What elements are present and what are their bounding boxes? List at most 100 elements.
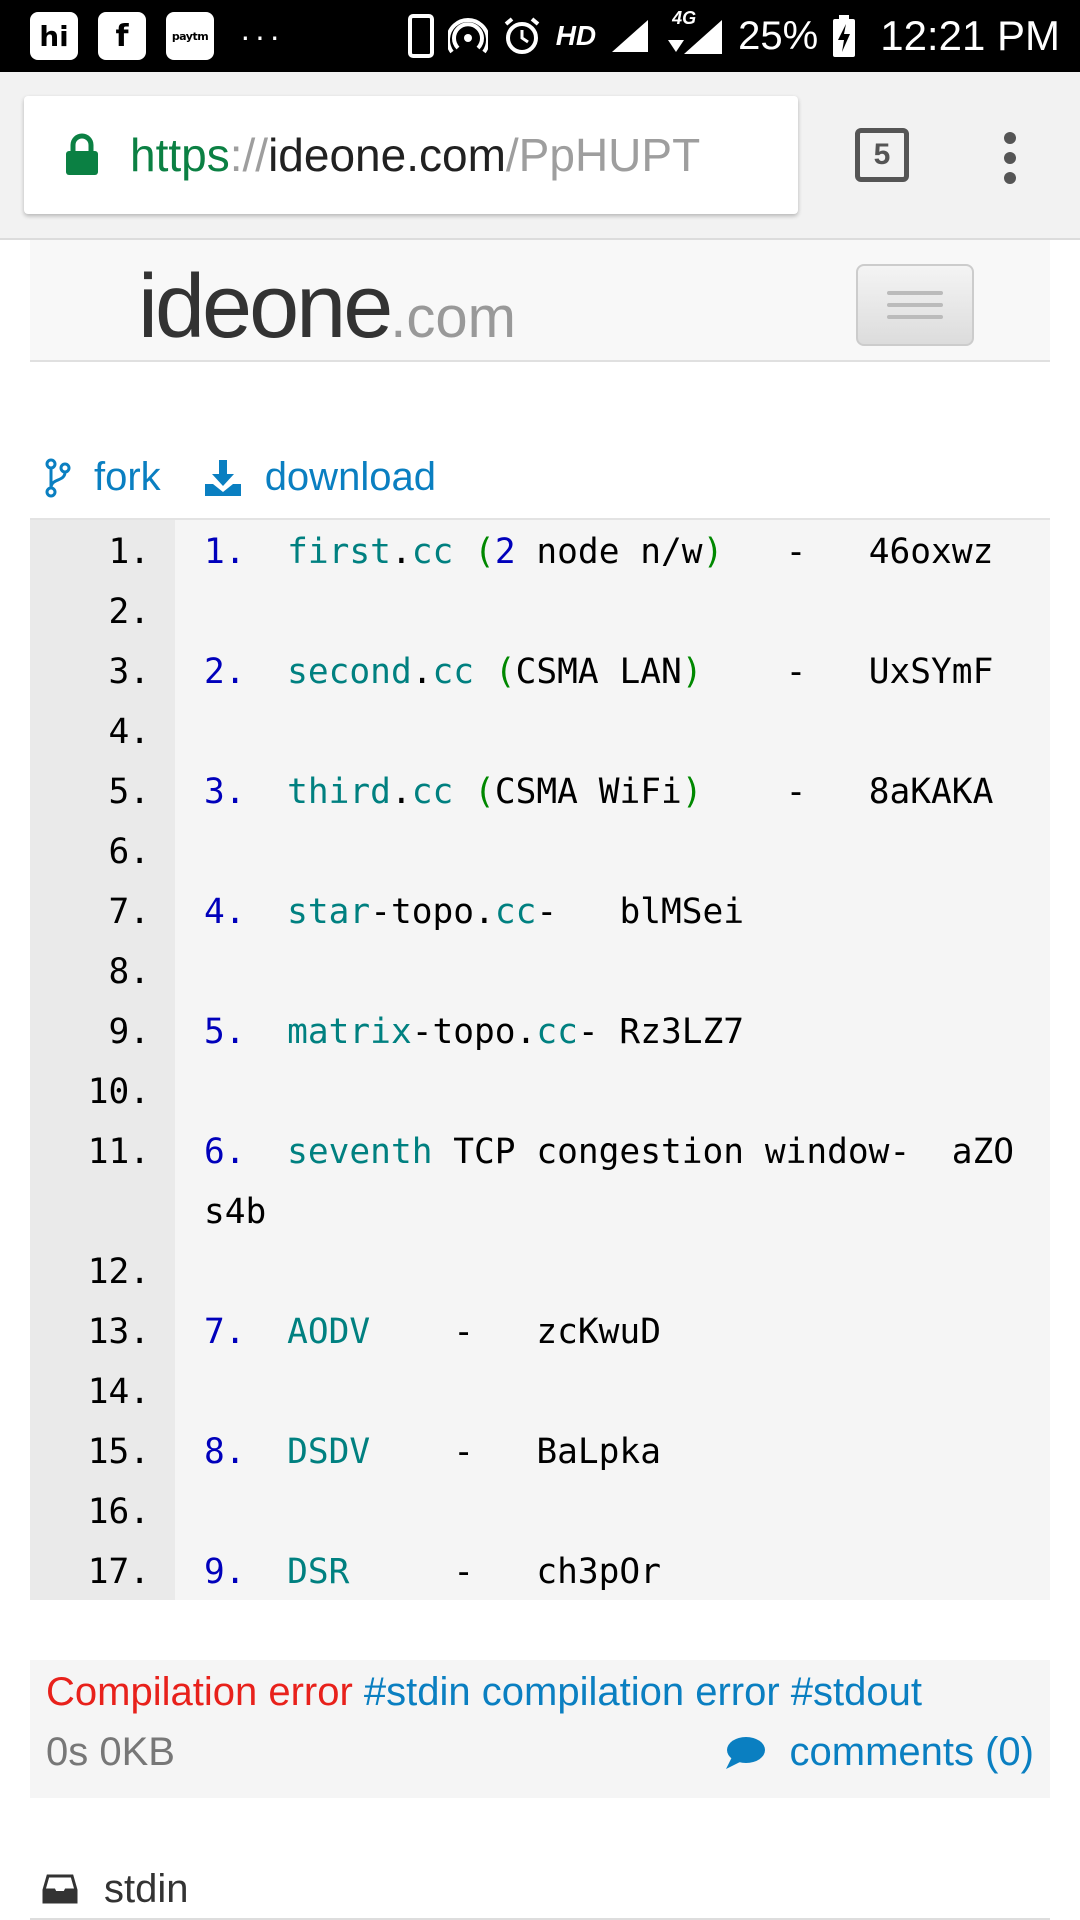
- code-token: seventh: [287, 1132, 433, 1172]
- code-text: 1. first.cc (2 node n/w) - 46oxwz: [204, 522, 1050, 582]
- code-token: cc: [536, 1012, 578, 1052]
- line-number: 11.: [87, 1132, 150, 1172]
- code-token: ): [681, 772, 703, 812]
- code-token: 4.: [204, 892, 246, 932]
- code-token: AODV: [287, 1312, 371, 1352]
- site-header: ideone.com: [30, 240, 1050, 362]
- result-status[interactable]: Compilation error: [46, 1670, 353, 1714]
- code-token: ): [681, 652, 703, 692]
- code-text: 5. matrix-topo.cc- Rz3LZ7: [204, 1002, 1050, 1062]
- more-notifications-icon: ···: [240, 17, 284, 54]
- code-token: matrix: [287, 1012, 412, 1052]
- code-line: 10.: [30, 1062, 1050, 1122]
- hamburger-bar-icon: [887, 315, 943, 319]
- code-actions: fork download: [44, 455, 436, 500]
- status-bar: hi f paytm ··· HD 4G 25% 12:21 PM: [0, 0, 1080, 72]
- code-token: 2: [494, 532, 516, 572]
- phone-icon: [407, 14, 434, 58]
- code-token: [246, 1132, 288, 1172]
- data-signal-icon: 4G: [664, 8, 724, 56]
- code-token: .: [390, 532, 412, 572]
- code-line: 6.: [30, 822, 1050, 882]
- code-token: TCP congestion window- aZO s4b: [204, 1132, 1035, 1232]
- code-token: - 8aKAKA: [702, 772, 994, 812]
- line-number: 14.: [87, 1372, 150, 1412]
- tab-switcher-button[interactable]: 5: [855, 128, 909, 182]
- fork-link[interactable]: fork: [44, 455, 161, 500]
- code-token: 6.: [204, 1132, 246, 1172]
- code-token: 3.: [204, 772, 246, 812]
- line-number: 9.: [108, 1012, 150, 1052]
- code-token: [246, 772, 288, 812]
- code-line: 4.: [30, 702, 1050, 762]
- code-line: 16.: [30, 1482, 1050, 1542]
- url-text[interactable]: https://ideone.com/PpHUPT: [130, 128, 700, 182]
- code-text: 7. AODV - zcKwuD: [204, 1302, 1050, 1362]
- download-label: download: [264, 455, 436, 499]
- lock-icon: [66, 133, 98, 175]
- line-number: 5.: [108, 772, 150, 812]
- result-panel: Compilation error #stdin compilation err…: [30, 1660, 1050, 1798]
- code-line: 12.: [30, 1242, 1050, 1302]
- code-text: 2. second.cc (CSMA LAN) - UxSYmF: [204, 642, 1050, 702]
- line-number: 16.: [87, 1492, 150, 1532]
- overflow-menu-button[interactable]: [990, 128, 1030, 188]
- address-bar[interactable]: https://ideone.com/PpHUPT: [24, 96, 798, 214]
- code-line: 8.: [30, 942, 1050, 1002]
- result-stats: 0s 0KB: [46, 1730, 175, 1774]
- code-token: 8.: [204, 1432, 246, 1472]
- code-line: 3.2. second.cc (CSMA LAN) - UxSYmF: [30, 642, 1050, 702]
- code-token: 2.: [204, 652, 246, 692]
- alarm-icon: [502, 16, 542, 56]
- code-line: 2.: [30, 582, 1050, 642]
- code-line: 15. 8. DSDV - BaLpka: [30, 1422, 1050, 1482]
- line-number: 7.: [108, 892, 150, 932]
- code-token: [246, 652, 288, 692]
- code-line: 11. 6. seventh TCP congestion window- aZO…: [30, 1122, 1050, 1242]
- code-token: CSMA LAN: [515, 652, 682, 692]
- code-token: - blMSei: [536, 892, 745, 932]
- line-number: 1.: [108, 532, 150, 572]
- download-icon: [204, 459, 241, 496]
- menu-dot-icon: [1004, 172, 1016, 184]
- nav-toggle-button[interactable]: [856, 264, 974, 346]
- stdin-section: stdin: [30, 1860, 1050, 1920]
- code-token: ): [702, 532, 724, 572]
- battery-percent: 25%: [738, 13, 819, 58]
- code-text: 6. seventh TCP congestion window- aZO s4…: [204, 1122, 1050, 1242]
- code-line: 5.3. third.cc (CSMA WiFi) - 8aKAKA: [30, 762, 1050, 822]
- code-token: second: [287, 652, 412, 692]
- code-token: [246, 1552, 288, 1592]
- menu-dot-icon: [1004, 132, 1016, 144]
- fork-label: fork: [94, 455, 161, 499]
- code-token: 7.: [204, 1312, 246, 1352]
- line-number: 8.: [108, 952, 150, 992]
- line-number: 15.: [87, 1432, 150, 1472]
- site-logo[interactable]: ideone.com: [138, 256, 516, 359]
- code-token: [453, 772, 474, 812]
- logo-main: ideone: [138, 257, 393, 357]
- code-token: [246, 1312, 288, 1352]
- code-token: 9.: [204, 1552, 246, 1592]
- code-token: - zcKwuD: [370, 1312, 661, 1352]
- line-number: 2.: [108, 592, 150, 632]
- download-link[interactable]: download: [203, 455, 436, 500]
- code-line: 9. 5. matrix-topo.cc- Rz3LZ7: [30, 1002, 1050, 1062]
- code-text: 8. DSDV - BaLpka: [204, 1422, 1050, 1482]
- url-path: /PpHUPT: [505, 129, 701, 181]
- line-number: 10.: [87, 1072, 150, 1112]
- code-token: star: [287, 892, 371, 932]
- code-token: [474, 652, 495, 692]
- code-line: 14.: [30, 1362, 1050, 1422]
- code-line: 13.7. AODV - zcKwuD: [30, 1302, 1050, 1362]
- code-token: -topo.: [370, 892, 495, 932]
- battery-charging-icon: [832, 14, 856, 58]
- comments-link[interactable]: comments (0): [724, 1730, 1034, 1775]
- code-token: - 46oxwz: [723, 532, 994, 572]
- line-number: 17.: [87, 1552, 150, 1592]
- result-tags[interactable]: #stdin compilation error #stdout: [363, 1670, 922, 1714]
- code-token: - ch3pOr: [349, 1552, 661, 1592]
- code-token: (: [494, 652, 516, 692]
